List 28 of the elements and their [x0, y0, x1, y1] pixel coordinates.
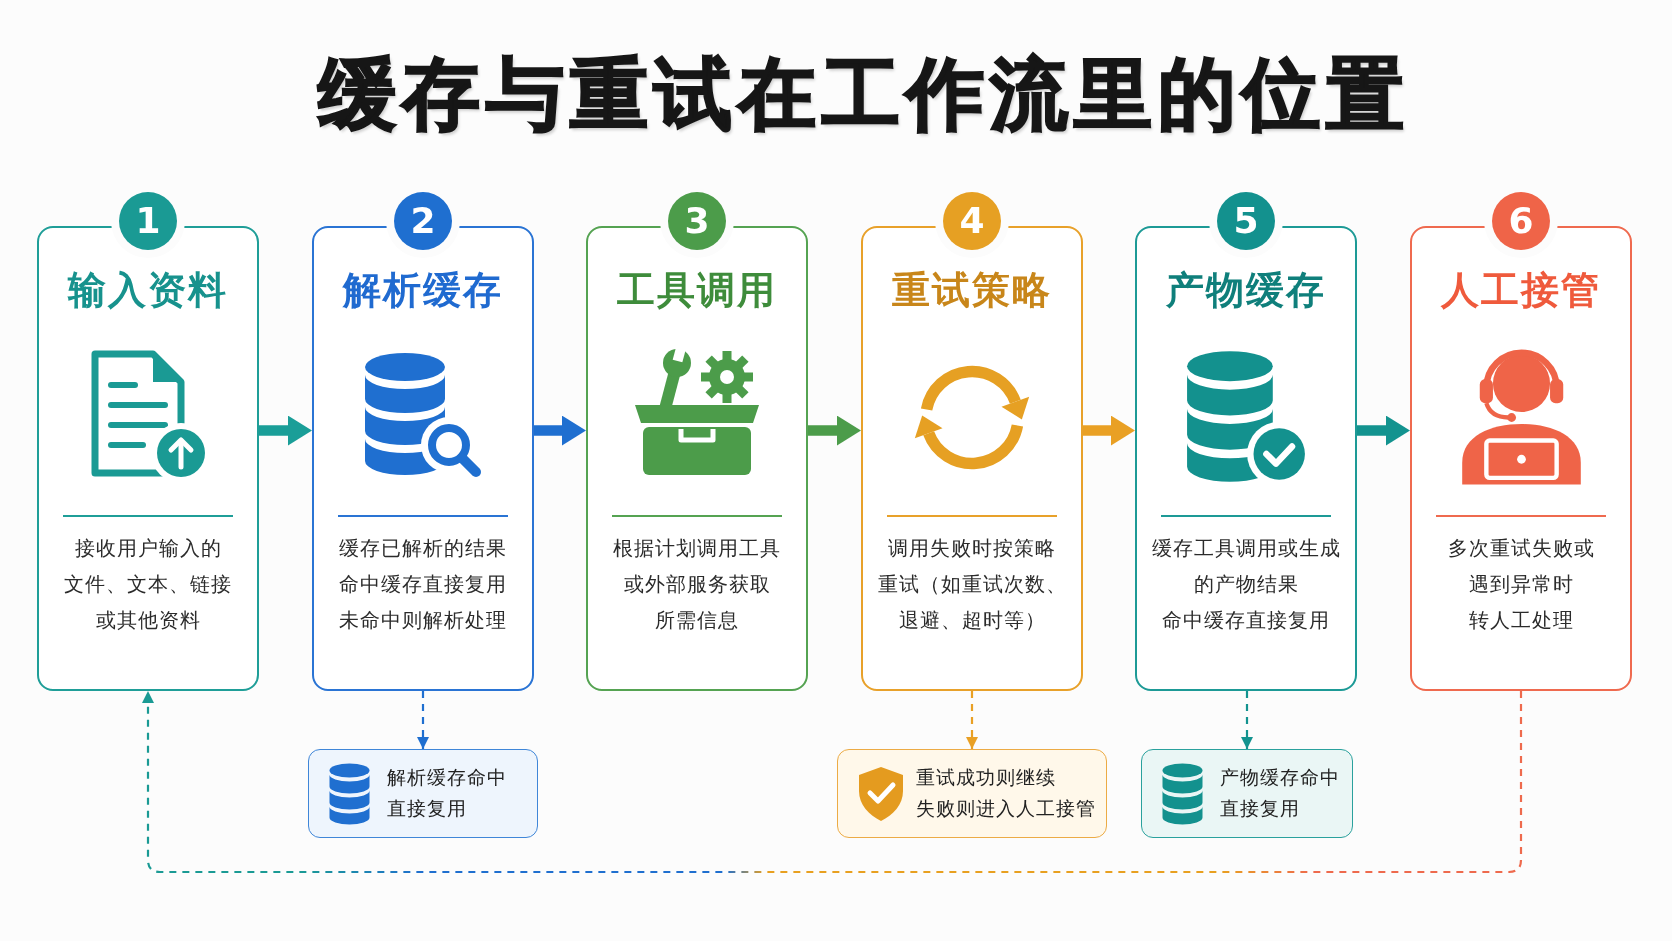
step-title: 人工接管: [1441, 267, 1601, 314]
arrow: [1357, 415, 1410, 446]
step-title: 工具调用: [617, 267, 777, 314]
step-description: 缓存工具调用或生成的产物结果命中缓存直接复用: [1151, 535, 1341, 634]
title: 缓存与重试在工作流里的位置: [318, 48, 1410, 141]
dashed-arrow: [417, 691, 429, 749]
step-description: 缓存已解析的结果命中缓存直接复用未命中则解析处理: [339, 535, 507, 634]
dashed-arrow: [1241, 691, 1253, 749]
note-box: [308, 749, 538, 838]
arrow: [259, 415, 312, 446]
note-text: 解析缓存命中直接复用: [387, 766, 507, 821]
note-text: 重试成功则继续失败则进入人工接管: [916, 766, 1096, 821]
step-description: 调用失败时按策略重试（如重试次数、退避、超时等）: [877, 535, 1067, 634]
dashed-arrow: [966, 691, 978, 749]
step-title: 输入资料: [68, 267, 228, 314]
dashed-arrow: [142, 691, 1523, 874]
arrow: [808, 415, 861, 446]
step-title: 重试策略: [892, 267, 1052, 314]
note-box: [1141, 749, 1353, 838]
arrow: [1083, 415, 1135, 446]
note-box: [837, 749, 1107, 838]
arrow: [534, 415, 586, 446]
step-description: 接收用户输入的文件、文本、链接或其他资料: [64, 535, 232, 634]
note-text: 产物缓存命中直接复用: [1220, 766, 1340, 821]
step-description: 根据计划调用工具或外部服务获取所需信息: [613, 535, 781, 634]
step-description: 多次重试失败或遇到异常时转人工处理: [1447, 535, 1595, 634]
step-title: 产物缓存: [1166, 267, 1326, 314]
step-title: 解析缓存: [343, 267, 503, 314]
